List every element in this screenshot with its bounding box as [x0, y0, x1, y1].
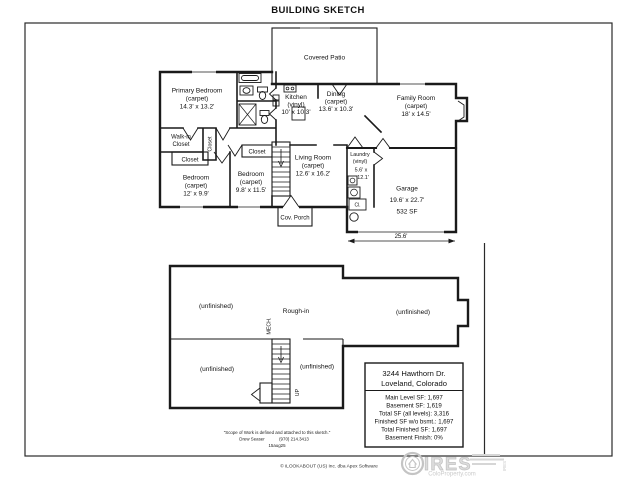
- fridge-icon: [291, 106, 306, 121]
- cabinet2-icon: [272, 100, 280, 107]
- room-label-bedroom1-closet: Closet: [181, 158, 198, 164]
- stat-finished-sf-wo-bsmt: Finished SF w/o bsmt.: 1,697: [375, 419, 455, 426]
- basement-exterior-walls: [168, 264, 470, 410]
- room-label-dining: Dining: [327, 91, 346, 98]
- room-label-living-room-dims: 12.6' x 16.2': [296, 171, 331, 178]
- room-label-primary-bedroom-floor: (carpet): [186, 96, 208, 103]
- room-label-bedroom1: Bedroom: [183, 175, 209, 182]
- property-info-box: 3244 Hawthorn Dr. Loveland, Colorado Mai…: [364, 362, 464, 448]
- room-label-linen-closet: Closet: [208, 136, 214, 152]
- room-label-family-room: Family Room: [397, 95, 435, 102]
- preparer-phone: (970) 214.3413: [279, 437, 309, 442]
- address-line2: Loveland, Colorado: [381, 379, 447, 388]
- room-label-bedroom1-floor: (carpet): [185, 183, 207, 190]
- room-label-dining-floor: (carpet): [325, 99, 347, 106]
- garage-dimension-label: 25.6': [395, 234, 408, 240]
- watermark-brand-vertical: IRES: [502, 461, 507, 471]
- room-label-bedroom1-dims: 12' x 9.9': [183, 191, 209, 198]
- basement-plan: (unfinished) Rough-in (unfinished) MECH.…: [168, 264, 470, 410]
- room-label-covered-porch: Cov. Porch: [280, 216, 309, 222]
- main-stairs: [271, 141, 291, 197]
- watermark-site: ColoProperty.com: [428, 472, 476, 478]
- windows: [180, 26, 444, 234]
- room-label-covered-patio: Covered Patio: [304, 55, 346, 62]
- info-box-outline: [364, 362, 464, 448]
- watermark-house-icon: [408, 458, 417, 469]
- toilet-icon: [257, 86, 268, 100]
- main-level-interior-walls: [159, 71, 383, 208]
- room-label-laundry-dims2: 12.1': [357, 175, 369, 181]
- watermark-logo-inner-circle: [405, 456, 420, 471]
- room-label-garage-sf: 532 SF: [397, 209, 418, 216]
- bedroom1-closet-outline: [171, 151, 209, 166]
- stat-total-sf: Total SF (all levels): 3,316: [379, 411, 450, 418]
- watermark-brand: IRES: [424, 454, 472, 474]
- sketch-date: 15aug25: [268, 443, 286, 448]
- watermark-logo-circle: [400, 451, 425, 476]
- room-label-laundry-floor: (vinyl): [353, 159, 368, 165]
- stat-main-level-sf: Main Level SF: 1,697: [385, 395, 443, 402]
- sketch-border: [24, 22, 613, 457]
- stairs-up-label: UP: [295, 388, 301, 396]
- room-label-bedroom2-closet: Closet: [248, 150, 265, 156]
- laundry-closet-outline: [348, 198, 367, 211]
- stat-total-finished-sf: Total Finished SF: 1,697: [381, 427, 447, 434]
- room-label-kitchen-dims: 10' x 10.3': [281, 109, 310, 116]
- room-label-family-room-floor: (carpet): [405, 103, 427, 110]
- room-label-walk-in-closet-2: Closet: [172, 142, 189, 148]
- room-label-garage-dims: 19.6' x 22.7': [390, 197, 425, 204]
- room-label-laundry: Laundry: [350, 152, 370, 158]
- dryer-icon: [347, 186, 361, 199]
- area-label-rough-in: Rough-in: [283, 308, 310, 315]
- area-label-unfinished-upper-left: (unfinished): [199, 303, 233, 310]
- room-label-dining-dims: 13.6' x 10.3': [319, 106, 354, 113]
- room-label-laundry-closet: Cl.: [354, 203, 360, 209]
- area-label-mech: MECH.: [267, 317, 273, 334]
- address-line1: 3244 Hawthorn Dr.: [382, 369, 445, 378]
- basement-interior-walls: [170, 338, 344, 346]
- preparer-name: Drew Seaser: [239, 437, 265, 442]
- room-label-bedroom2-floor: (carpet): [240, 179, 262, 186]
- room-label-living-room-floor: (carpet): [302, 163, 324, 170]
- room-label-bedroom2: Bedroom: [238, 171, 264, 178]
- sink-icon: [239, 85, 254, 96]
- ires-watermark: IRES ColoProperty.com IRES: [400, 451, 507, 478]
- room-label-primary-bedroom-dims: 14.3' x 13.2': [180, 104, 215, 111]
- washer-icon: [347, 175, 358, 186]
- fireplace-icon: [457, 100, 465, 122]
- stat-basement-sf: Basement SF: 1,619: [386, 403, 442, 410]
- cabinet-icon: [272, 94, 280, 101]
- page-title: BUILDING SKETCH: [271, 5, 365, 16]
- scope-note: "Scope of Work is defined and attached t…: [224, 430, 331, 435]
- copyright-line: © iLOOKABOUT (US) Inc. dba Apex Software: [280, 463, 378, 470]
- shower-icon: [238, 103, 257, 126]
- room-label-walk-in-closet: Walk-in: [171, 135, 191, 141]
- garage-dimension: 25.6': [348, 234, 455, 244]
- room-label-family-room-dims: 18' x 14.5': [401, 111, 430, 118]
- room-label-kitchen: Kitchen: [285, 94, 307, 101]
- main-level-plan: 25.6' Covered Patio Primary Bedroom (car…: [158, 26, 469, 244]
- area-label-unfinished-lower-left: (unfinished): [200, 366, 234, 373]
- basement-stairs: [250, 338, 291, 404]
- room-label-garage: Garage: [396, 186, 418, 193]
- door-swings: [182, 83, 391, 208]
- stat-basement-finish: Basement Finish: 0%: [385, 435, 443, 442]
- room-label-laundry-dims1: 5.6' x: [355, 168, 368, 174]
- water-heater-icon: [349, 212, 359, 222]
- room-label-bedroom2-dims: 9.8' x 11.5': [236, 187, 267, 194]
- room-label-living-room: Living Room: [295, 155, 331, 162]
- area-label-unfinished-lower-mid: (unfinished): [300, 364, 334, 371]
- toilet2-icon: [259, 110, 270, 124]
- bathtub-icon: [238, 73, 262, 83]
- stove-icon: [283, 84, 297, 93]
- footnotes: "Scope of Work is defined and attached t…: [224, 430, 378, 470]
- room-label-kitchen-floor: (vinyl): [287, 102, 304, 109]
- room-label-primary-bedroom: Primary Bedroom: [172, 88, 223, 95]
- area-label-unfinished-right: (unfinished): [396, 309, 430, 316]
- watermark-hatch-lines: [470, 454, 504, 465]
